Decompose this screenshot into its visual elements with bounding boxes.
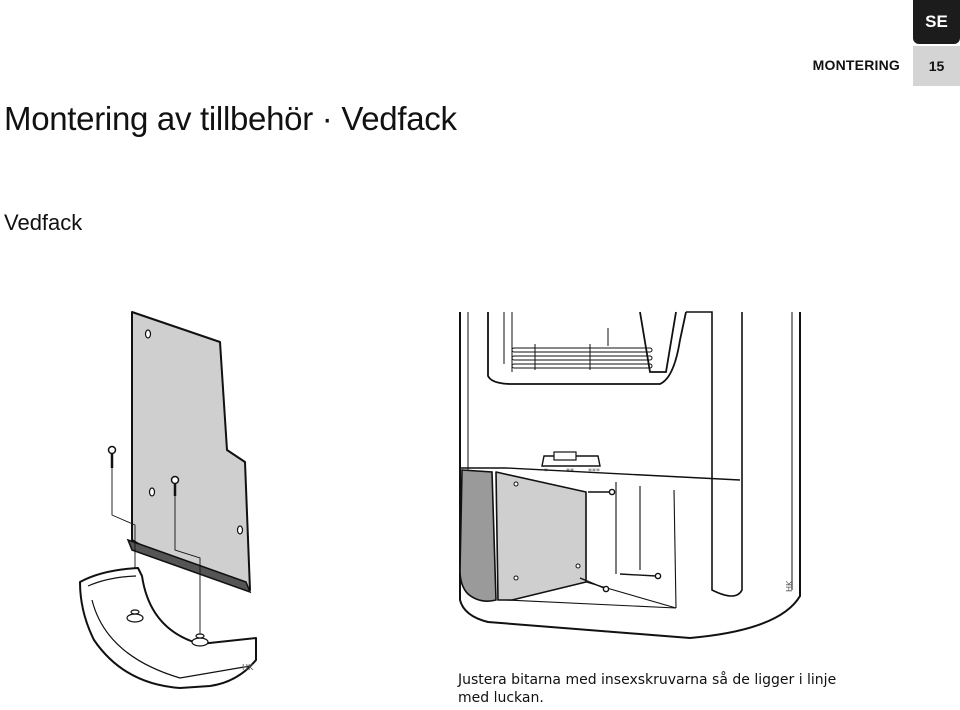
- svg-text:*: *: [544, 467, 548, 476]
- screw: [579, 488, 662, 593]
- page-title: Montering av tillbehör · Vedfack: [4, 100, 457, 137]
- page-number: 15: [928, 58, 945, 74]
- illustrator-signature: HK: [242, 663, 254, 672]
- section-label: MONTERING: [812, 57, 900, 73]
- stove-side-door: [686, 311, 743, 597]
- sub-heading: Vedfack: [4, 210, 83, 235]
- stove-door: [487, 311, 687, 385]
- right-assembly-illustration: * ** *** HK: [459, 311, 801, 640]
- tray-foot: [126, 609, 144, 623]
- panel-hole: [236, 525, 244, 535]
- left-assembly-illustration: HK: [79, 311, 257, 689]
- grill-bars: [511, 328, 653, 370]
- instruction-caption: Justera bitarna med insexskruvarna så de…: [458, 672, 837, 706]
- bottom-bracket: [126, 538, 252, 594]
- screw-left: [107, 445, 117, 468]
- panel-hole: [575, 563, 581, 569]
- panel-hole: [513, 481, 519, 487]
- panel-hole: [148, 487, 156, 497]
- guide-line: [111, 468, 136, 560]
- guide-line: [174, 496, 201, 638]
- air-control-slider: * ** ***: [541, 451, 601, 476]
- log-storage-panel: [495, 471, 587, 601]
- language-code: SE: [925, 12, 948, 31]
- page-number-tab: 15: [913, 46, 960, 86]
- panel-hole: [513, 575, 519, 581]
- base-tray: [79, 567, 257, 689]
- tray-foot: [191, 633, 209, 647]
- screw-right: [170, 475, 180, 496]
- stove-body: [459, 312, 801, 640]
- illustrator-signature: HK: [785, 580, 794, 592]
- svg-text:***: ***: [588, 467, 600, 476]
- language-tab: SE: [913, 0, 960, 44]
- side-panel-installed: [459, 469, 497, 602]
- panel-hole: [144, 329, 152, 339]
